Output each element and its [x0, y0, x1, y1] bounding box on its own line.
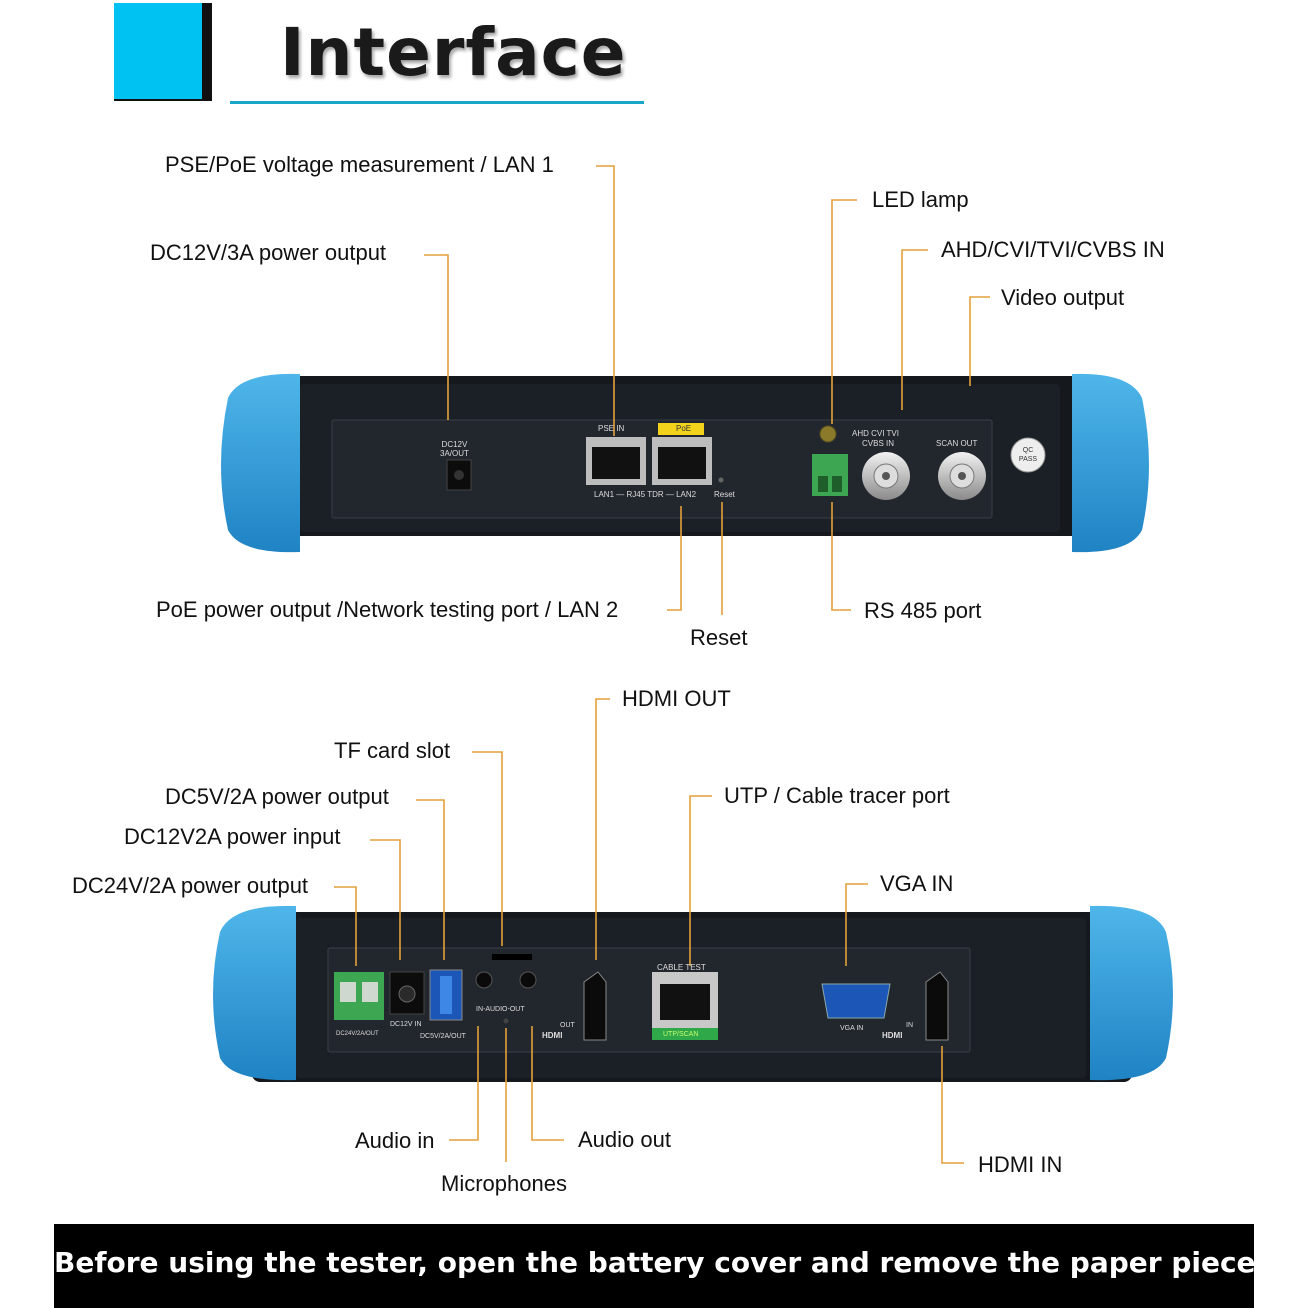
mic-hole [503, 1018, 509, 1024]
label-pse: PSE/PoE voltage measurement / LAN 1 [165, 152, 554, 177]
label-poe-out: PoE power output /Network testing port /… [156, 597, 619, 622]
audio-out-jack [519, 971, 537, 989]
audio-in-jack [475, 971, 493, 989]
rs485-terminal [812, 454, 848, 496]
warning-text: Before using the tester, open the batter… [54, 1246, 1282, 1279]
cvbs-print: CVBS IN [862, 439, 895, 448]
label-rs485: RS 485 port [864, 598, 982, 623]
top-device [221, 373, 1149, 553]
label-dc5v: DC5V/2A power output [165, 784, 389, 809]
led-lamp [819, 425, 837, 443]
page-title: Interface [280, 14, 627, 91]
hdmi-in-print: IN [906, 1022, 913, 1029]
label-reset: Reset [690, 625, 748, 650]
label-dc12v-in: DC12V2A power input [124, 824, 341, 849]
left-bumper-bottom [213, 905, 296, 1081]
top-leader-lines [424, 165, 990, 615]
poe-badge [658, 423, 704, 435]
right-bumper-bottom [1090, 905, 1173, 1081]
label-video-out: Video output [1001, 285, 1125, 310]
label-ahd: AHD/CVI/TVI/CVBS IN [941, 237, 1165, 262]
reset-print: Reset [714, 490, 735, 499]
label-vga: VGA IN [880, 871, 954, 896]
left-bumper [221, 373, 300, 553]
label-dc24v: DC24V/2A power output [72, 873, 309, 898]
hdmi-logo-in: HDMI [882, 1031, 903, 1040]
scan-print: SCAN OUT [936, 439, 978, 448]
warning-banner: Before using the tester, open the batter… [54, 1224, 1282, 1308]
hdmi-in-port [925, 971, 949, 1041]
dc5-print: DC5V/2A/OUT [420, 1033, 466, 1040]
audio-print: IN-AUDIO-OUT [476, 1006, 525, 1013]
label-hdmi-in: HDMI IN [978, 1152, 1063, 1177]
reset-hole [718, 477, 724, 483]
label-led: LED lamp [872, 187, 969, 212]
title-underline [230, 101, 644, 104]
bottom-device [213, 905, 1173, 1082]
cable-test-print: CABLE TEST [657, 963, 706, 972]
label-utp: UTP / Cable tracer port [724, 783, 950, 808]
tf-slot [492, 954, 532, 960]
qc-sticker [1010, 437, 1046, 473]
bottom-leader-lines [334, 698, 964, 1164]
vga-port [821, 983, 891, 1019]
poe-print: PoE [676, 424, 692, 433]
label-dc12v-out: DC12V/3A power output [150, 240, 387, 265]
dc12in-print: DC12V IN [390, 1021, 422, 1028]
lan-print: LAN1 — RJ45 TDR — LAN2 [594, 490, 697, 499]
dc24-print: DC24V/2A/OUT [336, 1031, 379, 1037]
right-bumper [1072, 373, 1149, 553]
qc-print: QC PASS [1018, 447, 1038, 463]
pse-in-print: PSE IN [598, 424, 625, 433]
label-hdmi-out: HDMI OUT [622, 686, 731, 711]
utp-scan-print: UTP/SCAN [663, 1031, 699, 1038]
hdmi-logo-out: HDMI [542, 1031, 563, 1040]
utp-scan-badge [652, 1028, 718, 1040]
hdmi-out-print: OUT [560, 1022, 575, 1029]
label-tf: TF card slot [334, 738, 451, 763]
vga-in-print: VGA IN [840, 1025, 864, 1032]
label-audio-in: Audio in [355, 1128, 435, 1153]
label-audio-out: Audio out [578, 1127, 671, 1152]
ahd-print: AHD CVI TVI [852, 429, 899, 438]
title-square [114, 3, 202, 99]
hdmi-out-port [583, 971, 607, 1041]
label-mic: Microphones [441, 1171, 567, 1196]
